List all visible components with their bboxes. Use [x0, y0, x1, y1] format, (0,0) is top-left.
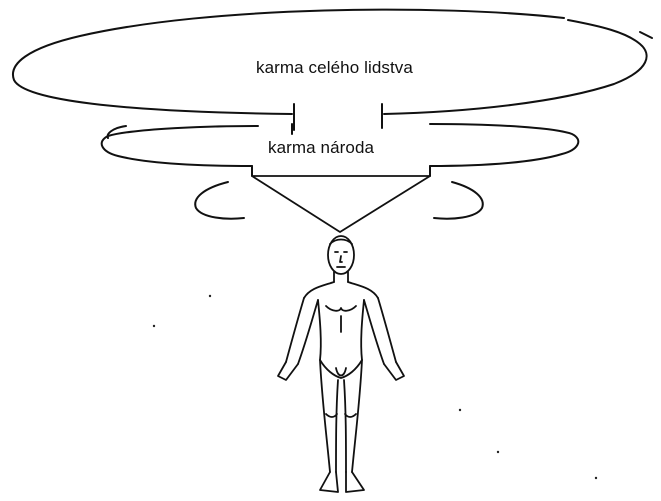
funnel-cone — [252, 176, 430, 232]
inner-karma-cloud — [195, 182, 483, 219]
scan-specks — [153, 295, 597, 479]
human-figure — [278, 236, 404, 492]
humanity-karma-label: karma celého lidstva — [256, 59, 413, 76]
nation-karma-label: karma národa — [268, 139, 374, 156]
